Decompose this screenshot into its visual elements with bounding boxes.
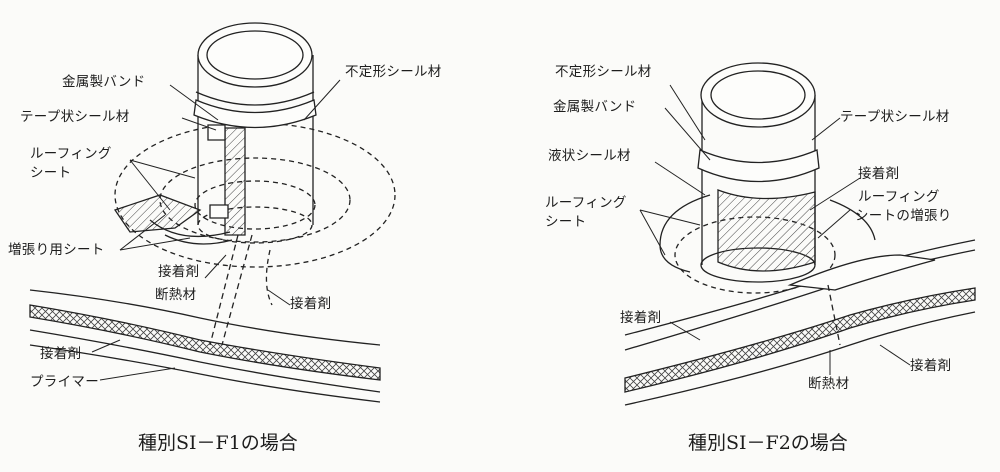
left-label-roofing-sheet-2: シート <box>30 165 72 181</box>
right-label-adhesive-3: 接着剤 <box>910 358 952 374</box>
right-label-roofing-sheet-2: シート <box>545 214 587 230</box>
left-caption: 種別SI－F1の場合 <box>138 432 298 454</box>
right-label-adhesive-1: 接着剤 <box>858 166 900 182</box>
right-label-adhesive-2: 接着剤 <box>620 310 662 326</box>
left-label-roofing-sheet-1: ルーフィング <box>30 146 112 162</box>
right-leaders <box>639 84 911 375</box>
right-label-roofing-sheet-1: ルーフィング <box>545 195 627 211</box>
left-label-adhesive-2: 接着剤 <box>40 346 82 362</box>
right-label-roofing-reinforce-1: ルーフィング <box>858 189 940 205</box>
left-label-tape-seal: テープ状シール材 <box>20 109 130 125</box>
left-label-adhesive-1: 接着剤 <box>158 264 200 280</box>
right-label-metal-band: 金属製バンド <box>553 99 637 115</box>
left-label-amorphous-seal: 不定形シール材 <box>345 64 442 80</box>
left-label-primer: プライマー <box>30 374 99 390</box>
left-label-reinforcement-sheet: 増張り用シート <box>8 242 105 258</box>
left-label-insulation: 断熱材 <box>155 287 197 303</box>
left-label-metal-band: 金属製バンド <box>62 74 146 90</box>
right-caption: 種別SI－F2の場合 <box>688 432 848 454</box>
left-leaders <box>91 79 341 381</box>
right-label-liquid-seal: 液状シール材 <box>548 148 631 164</box>
right-diagram <box>624 62 976 406</box>
right-label-amorphous-seal: 不定形シール材 <box>555 64 652 80</box>
right-label-roofing-reinforce-2: シートの増張り <box>855 208 952 224</box>
left-diagram <box>29 22 396 403</box>
right-label-insulation: 断熱材 <box>808 376 850 392</box>
left-label-adhesive-3: 接着剤 <box>290 296 332 312</box>
right-label-tape-seal: テープ状シール材 <box>840 109 950 125</box>
